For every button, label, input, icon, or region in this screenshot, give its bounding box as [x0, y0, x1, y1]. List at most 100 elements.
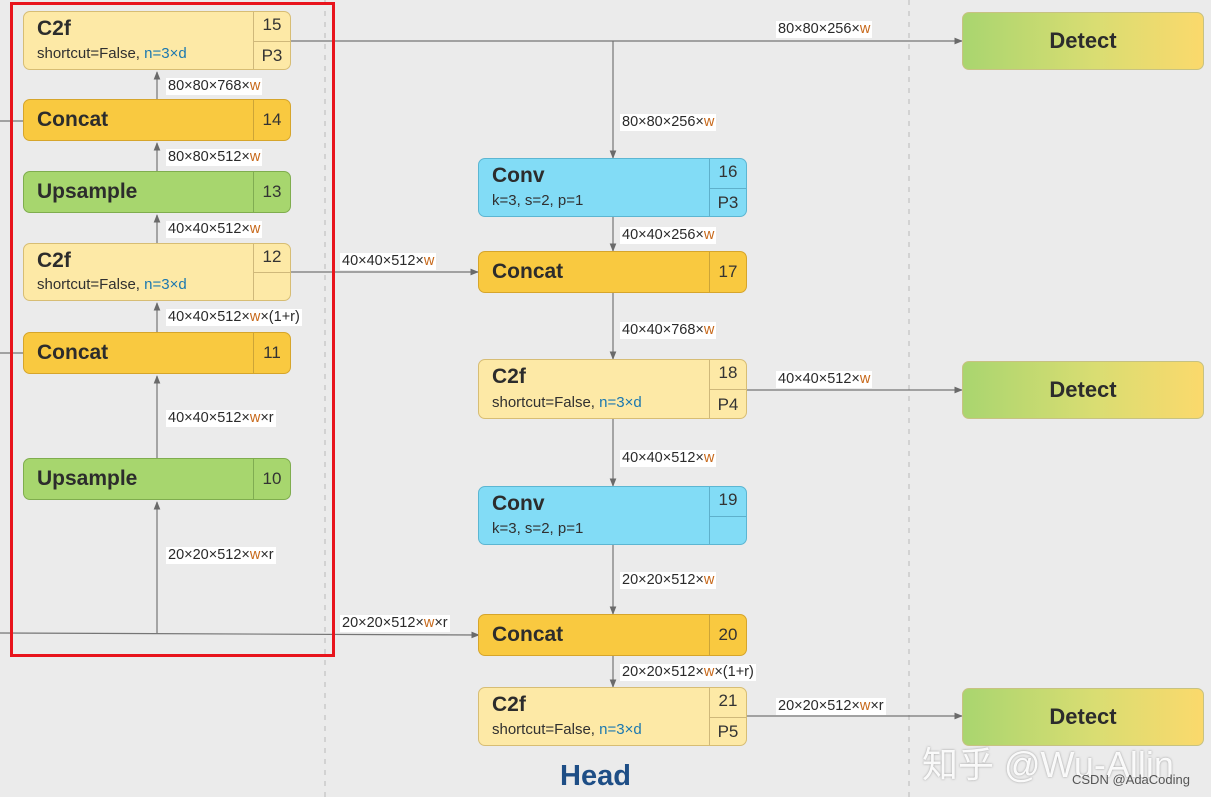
- dim-width-factor: w: [249, 309, 261, 325]
- detect-block-p5: Detect: [962, 688, 1204, 746]
- block-c2f-21: C2f shortcut=False, n=3×d 21 P5: [478, 687, 747, 746]
- input-line-20: [0, 631, 480, 639]
- block-conv-16: Conv k=3, s=2, p=1 16 P3: [478, 158, 747, 217]
- block-c2f-12: C2f shortcut=False, n=3×d 12: [23, 243, 291, 301]
- side-divider: [710, 716, 746, 718]
- block-name: C2f: [37, 249, 71, 272]
- highlight-box: [10, 2, 335, 657]
- block-main: Concat: [479, 615, 710, 655]
- layer-index: 16: [718, 162, 738, 181]
- dim-suffix: ×(1+r): [260, 309, 300, 325]
- layer-index: 15: [262, 15, 282, 34]
- dim-suffix: ×r: [870, 698, 884, 714]
- block-side: 14: [253, 100, 290, 140]
- block-upsample-13: Upsample 13: [23, 171, 291, 213]
- block-params: shortcut=False, n=3×d: [492, 394, 642, 411]
- dim-suffix: ×(1+r): [714, 664, 754, 680]
- dim-width-factor: w: [859, 21, 871, 37]
- block-main: Concat: [24, 100, 254, 140]
- layer-index: 11: [263, 343, 281, 362]
- dim-width-factor: w: [249, 221, 261, 237]
- dim-label-10-11: 40×40×512×w×r: [166, 410, 276, 427]
- block-name: Concat: [37, 108, 109, 131]
- feature-level: P4: [717, 395, 739, 414]
- dim-width-factor: w: [859, 371, 871, 387]
- block-c2f-15: C2f shortcut=False, n=3×d 15 P3: [23, 11, 291, 70]
- dim-suffix: ×r: [434, 615, 448, 631]
- dim-shape: 80×80×256×: [778, 21, 860, 37]
- dim-label-20-21: 20×20×512×w×(1+r): [620, 664, 756, 681]
- block-params: shortcut=False, n=3×d: [37, 276, 187, 293]
- feature-level: P3: [717, 193, 739, 212]
- dim-label-16-17: 40×40×256×w: [620, 227, 717, 244]
- block-side: 18 P4: [709, 360, 746, 418]
- dim-shape: 20×20×512×: [342, 615, 424, 631]
- block-side: 19: [709, 487, 746, 544]
- dim-shape: 20×20×512×: [622, 664, 704, 680]
- dim-width-factor: w: [703, 572, 715, 588]
- block-name: Conv: [492, 492, 545, 515]
- block-name: Upsample: [37, 467, 138, 490]
- section-label-head: Head: [560, 760, 631, 792]
- block-concat-20: Concat 20: [478, 614, 747, 656]
- dim-width-factor: w: [703, 227, 715, 243]
- block-name: Concat: [37, 341, 109, 364]
- dim-label-15-16: 80×80×256×w: [620, 114, 717, 131]
- block-params: shortcut=False, n=3×d: [492, 721, 642, 738]
- dim-label-12-17: 40×40×512×w: [340, 253, 437, 270]
- layer-index: 19: [718, 490, 738, 509]
- layer-index: 17: [718, 262, 738, 281]
- block-upsample-10: Upsample 10: [23, 458, 291, 500]
- detect-block-p4: Detect: [962, 361, 1204, 419]
- dim-shape: 80×80×256×: [622, 114, 704, 130]
- dim-label-17-18: 40×40×768×w: [620, 322, 717, 339]
- column-dividers: [324, 0, 910, 797]
- dim-shape: 40×40×512×: [168, 309, 250, 325]
- layer-index: 10: [262, 469, 282, 488]
- block-main: Upsample: [24, 172, 254, 212]
- block-side: 12: [253, 244, 290, 300]
- dim-width-factor: w: [703, 114, 715, 130]
- dim-label-18-19: 40×40×512×w: [620, 450, 717, 467]
- block-params: k=3, s=2, p=1: [492, 520, 584, 537]
- block-name: Conv: [492, 164, 545, 187]
- dim-width-factor: w: [703, 450, 715, 466]
- block-concat-14: Concat 14: [23, 99, 291, 141]
- param-shortcut: shortcut=False,: [492, 721, 595, 738]
- dim-label-12-13: 40×40×512×w: [166, 221, 263, 238]
- dim-shape: 40×40×768×: [622, 322, 704, 338]
- dim-shape: 20×20×512×: [778, 698, 860, 714]
- block-main: Concat: [479, 252, 710, 292]
- dim-label-14-15: 80×80×768×w: [166, 78, 263, 95]
- dim-width-factor: w: [859, 698, 871, 714]
- block-params: k=3, s=2, p=1: [492, 192, 584, 209]
- block-main: C2f shortcut=False, n=3×d: [24, 244, 254, 300]
- side-divider: [710, 515, 746, 517]
- detect-block-p3: Detect: [962, 12, 1204, 70]
- dim-shape: 80×80×512×: [168, 149, 250, 165]
- block-side: 13: [253, 172, 290, 212]
- side-divider: [710, 389, 746, 390]
- dim-label-13-14: 80×80×512×w: [166, 149, 263, 166]
- block-main: Concat: [24, 333, 254, 373]
- dim-shape: 20×20×512×: [622, 572, 704, 588]
- param-shortcut: shortcut=False,: [37, 276, 140, 293]
- dim-shape: 40×40×512×: [622, 450, 704, 466]
- dim-label-in-10: 20×20×512×w×r: [166, 547, 276, 564]
- dim-shape: 40×40×256×: [622, 227, 704, 243]
- dim-width-factor: w: [249, 149, 261, 165]
- dim-width-factor: w: [249, 410, 261, 426]
- block-name: Concat: [492, 260, 564, 283]
- block-side: 11: [253, 333, 290, 373]
- block-name: C2f: [492, 365, 526, 388]
- block-conv-19: Conv k=3, s=2, p=1 19: [478, 486, 747, 545]
- dim-shape: 40×40×512×: [778, 371, 860, 387]
- dim-label-19-20: 20×20×512×w: [620, 572, 717, 589]
- layer-index: 14: [262, 110, 282, 129]
- dim-shape: 40×40×512×: [168, 221, 250, 237]
- dim-width-factor: w: [249, 78, 261, 94]
- side-divider: [710, 187, 746, 189]
- dim-width-factor: w: [423, 253, 435, 269]
- block-params: shortcut=False, n=3×d: [37, 45, 187, 62]
